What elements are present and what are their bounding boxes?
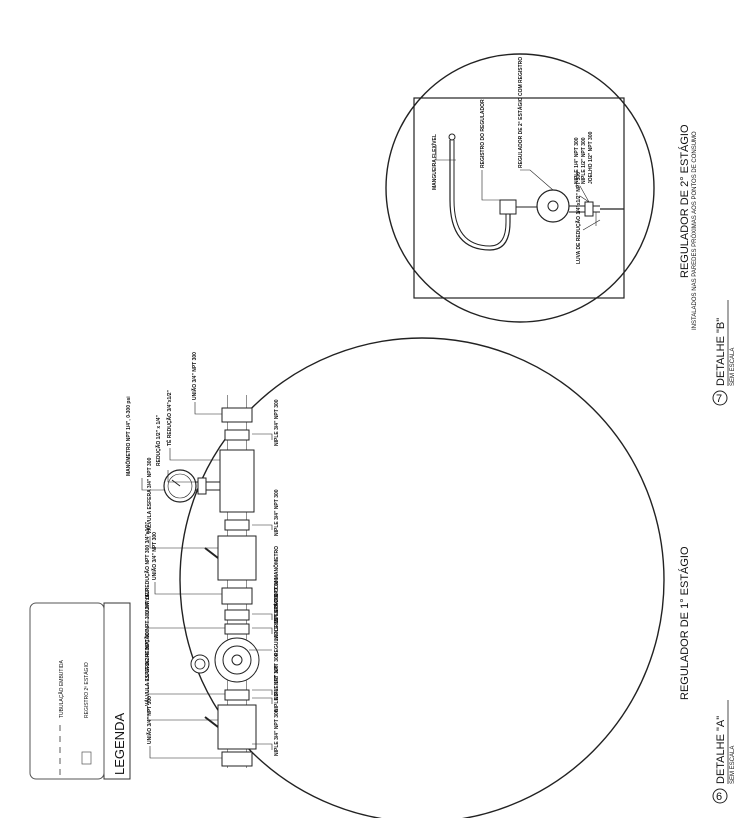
label-luva-1: LUVA DE REDUÇÃO NPT 300 3/4"x1/2" xyxy=(144,521,151,614)
detail-b-number: 7 xyxy=(716,393,722,405)
label-luva-2: LUVA DE REDUÇÃO NPT 300 3/4"x1/2" xyxy=(144,587,151,680)
label-niple-5: NIPLE 1/2" NPT 300 xyxy=(274,653,280,700)
detail-b-circle xyxy=(385,53,655,323)
label-niple-1: NIPLE 3/4" NPT 300 xyxy=(274,399,280,446)
reducing-coupling xyxy=(224,623,250,635)
label-niple-6: NIPLE 3/4" NPT 300 xyxy=(274,665,280,712)
label-manometro: MANÔMETRO NPT 1/4", 0-300 psi xyxy=(124,396,132,476)
detail-a-title: DETALHE "A" xyxy=(715,716,727,784)
detail-b-title: DETALHE "B" xyxy=(715,318,727,386)
label-valvula-2: VÁLVULA ESFERA 3/4" NPT 300 xyxy=(144,629,151,706)
label-niple-2: NIPLE 3/4" NPT 300 xyxy=(274,489,280,536)
wall-panel xyxy=(413,97,625,299)
valve-handle-2 xyxy=(204,716,219,728)
label-niple-b1: NIPLE 1/4" NPT 300 xyxy=(574,137,580,184)
regulator-gauge xyxy=(190,654,210,674)
valve-handle-1 xyxy=(204,547,219,559)
reducing-coupling xyxy=(224,689,250,701)
label-uniao-top: UNIÃO 3/4" NPT 300 xyxy=(191,352,198,400)
detail-a-scale: SEM ESCALA xyxy=(730,746,736,784)
reducing-tee xyxy=(219,449,255,513)
legend-valve-symbol xyxy=(81,751,92,765)
label-registro: REGISTRO DO REGULADOR xyxy=(480,99,486,168)
detail-a-number-circle xyxy=(712,788,728,804)
label-mangueira: MANGUEIRA FLEXÍVEL xyxy=(430,134,438,190)
detail-b-scale: SEM ESCALA xyxy=(730,348,736,386)
regulator-1st-stage xyxy=(214,637,260,683)
label-uniao-2: UNIÃO 3/4" NPT 300 xyxy=(151,532,158,580)
label-niple-b2: NIPLE 1/2" NPT 300 xyxy=(581,137,587,184)
detail-a-number: 6 xyxy=(716,791,722,803)
flexible-hose xyxy=(449,140,511,251)
detail-a-circle xyxy=(179,337,665,818)
detail-a: UNIÃO 3/4" NPT 300 TÊ REDUÇÃO 3/4"x1/2" … xyxy=(124,337,736,818)
legend-box xyxy=(29,602,105,780)
legend-title: LEGENDA xyxy=(112,713,127,775)
ball-valve-2 xyxy=(217,704,257,750)
regulator-valve xyxy=(499,199,517,215)
detail-b-number-circle xyxy=(712,390,728,406)
label-niple-7: NIPLE 3/4" NPT 300 xyxy=(274,709,280,756)
union-top xyxy=(221,407,253,423)
nipple-fitting xyxy=(224,429,250,441)
union-3 xyxy=(221,751,253,767)
ball-valve-1 xyxy=(217,535,257,581)
detail-b-caption: REGULADOR DE 2° ESTÁGIO xyxy=(678,124,691,278)
legend-item-1: TUBULAÇÃO EMBUTIDA xyxy=(58,660,65,718)
label-te-reducao: TÊ REDUÇÃO 3/4"x1/2" xyxy=(165,390,173,446)
label-uniao-3: UNIÃO 3/4" NPT 300 xyxy=(146,696,153,744)
label-valvula-1: VÁLVULA ESFERA 3/4" NPT 300 xyxy=(146,457,153,534)
legend: LEGENDA TUBULAÇÃO EMBUTIDA REGISTRO 2º E… xyxy=(29,602,131,780)
nipple-fitting xyxy=(224,609,250,621)
nipple-fitting xyxy=(224,519,250,531)
detail-a-caption: REGULADOR DE 1° ESTÁGIO xyxy=(678,546,691,700)
label-niple-4: NIPLE 1/2" NPT 300 xyxy=(274,593,280,640)
detail-b: MANGUEIRA FLEXÍVEL REGISTRO DO REGULADOR… xyxy=(385,53,736,406)
label-regulador-2: REGULADOR DE 2° ESTÁGIO COM REGISTRO xyxy=(517,57,524,168)
legend-item-2: REGISTRO 2º ESTÁGIO xyxy=(83,662,90,718)
label-luva-b: LUVA DE REDUÇÃO 1/4"x1/2" NPT 300 xyxy=(575,172,582,264)
label-niple-3: NIPLE 3/4" NPT 300 xyxy=(274,577,280,624)
union-2 xyxy=(221,587,253,605)
label-regulador: REGULADOR 1° ESTÁGIO COM MANÔMETRO xyxy=(272,546,280,656)
detail-b-subcaption: INSTALADOS NAS PAREDES PRÓXIMAS AOS PONT… xyxy=(691,131,698,330)
regulator-2nd-stage xyxy=(536,189,570,223)
label-joelho: JOELHO 1/2" NPT 300 xyxy=(588,131,594,184)
label-reducao: REDUÇÃO 1/2" x 1/4" xyxy=(155,415,162,466)
